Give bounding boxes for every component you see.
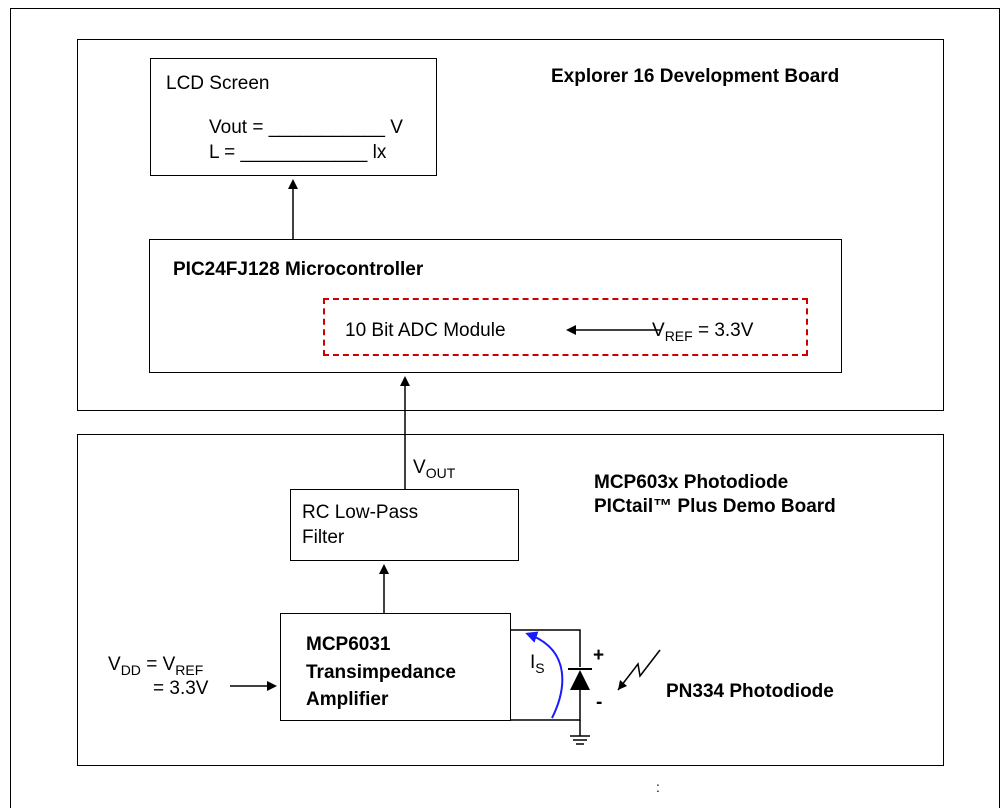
adc-module-box: [323, 298, 808, 356]
photodiode-top-wire: [511, 629, 581, 667]
plus-sign: +: [593, 645, 605, 666]
vdd-value: = 3.3V: [153, 678, 209, 699]
vout-label: VOUT: [413, 457, 456, 481]
minus-sign: -: [596, 692, 603, 713]
amplifier-box: [280, 613, 511, 721]
amplifier-line2: Transimpedance: [306, 662, 456, 683]
rc-filter-box: [290, 489, 519, 561]
photodiode-bottom-wire: [511, 690, 581, 721]
explorer-board-title: Explorer 16 Development Board: [551, 66, 840, 87]
rc-filter-line1: RC Low-Pass: [302, 502, 419, 523]
mcu-title: PIC24FJ128 Microcontroller: [173, 259, 424, 280]
footer-mark: :: [656, 779, 660, 795]
photodiode-symbol: [570, 670, 590, 690]
lcd-screen: [150, 58, 437, 176]
current-arrow: [525, 631, 564, 719]
light-rays: [617, 649, 661, 691]
current-label: IS: [530, 652, 545, 676]
rc-filter-line2: Filter: [302, 527, 345, 548]
photodiode-label: PN334 Photodiode: [666, 681, 834, 702]
lcd-l-line: L = ____________ lx: [209, 142, 387, 163]
lcd-title: LCD Screen: [166, 73, 270, 94]
vdd-label: VDD = VREF: [108, 654, 204, 678]
adc-module-label: 10 Bit ADC Module: [345, 320, 506, 341]
vref-label: VREF = 3.3V: [652, 320, 754, 344]
amplifier-line1: MCP6031: [306, 634, 391, 655]
outer-frame: [10, 8, 1000, 808]
demo-board-title-line2: PICtail™ Plus Demo Board: [594, 496, 836, 517]
mcu-box: [149, 239, 842, 373]
amplifier-line3: Amplifier: [306, 689, 389, 710]
lcd-vout-line: Vout = ___________ V: [209, 117, 403, 138]
demo-board-title-line1: MCP603x Photodiode: [594, 472, 789, 493]
